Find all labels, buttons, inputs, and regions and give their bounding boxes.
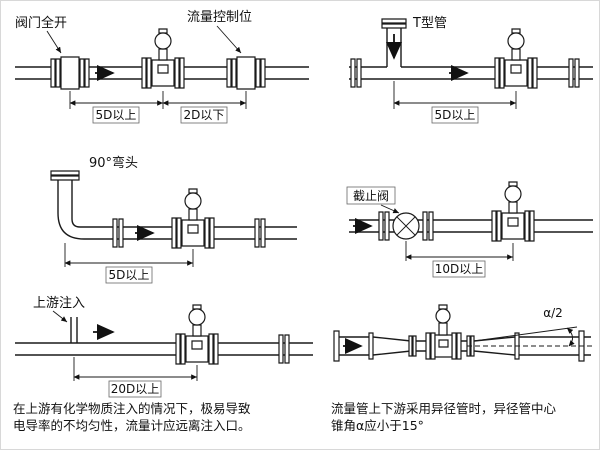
flowmeter-body: [501, 212, 525, 240]
control-position-label: 流量控制位: [187, 10, 252, 25]
angle-label: α/2: [543, 306, 563, 320]
elbow-outer-wall: [57, 180, 85, 240]
dimension-label-box: [431, 106, 479, 124]
expander-inlet-flange-pair: [466, 335, 475, 357]
dimension-label: 5D以上: [109, 268, 150, 282]
control-position-leader-arrow: [216, 25, 242, 54]
control-valve-flanges: [226, 58, 266, 88]
injection-caption-line2: 电导率的不均匀性，流量计应远离注入口。: [13, 418, 251, 433]
flowmeter-flanges: [141, 57, 185, 89]
dimension-label-downstream: 2D以下: [184, 108, 225, 122]
panel-valve-fully-open: 阀门全开 流量控制位 5D以上 2D以下: [15, 10, 309, 124]
reducer-outlet-flange-pair: [408, 335, 417, 357]
dimension-label: 5D以上: [435, 108, 476, 122]
flowmeter-converter-head: [184, 192, 202, 210]
dimension-label: 20D以上: [111, 382, 160, 396]
extension-lines: [69, 91, 247, 109]
downstream-flange-pair: [254, 218, 266, 248]
pipe: [15, 342, 313, 356]
converging-reducer-cone: [372, 336, 412, 356]
stop-valve-flanges: [378, 211, 434, 241]
left-pipe: [337, 336, 371, 356]
flowmeter-converter-head: [154, 32, 172, 50]
dimension-label-upstream: 5D以上: [96, 108, 137, 122]
flowmeter-flanges: [491, 210, 535, 242]
upstream-flange-pair: [112, 218, 124, 248]
valve-open-title: 阀门全开: [15, 15, 67, 31]
angle-arc-arrow: [566, 327, 575, 347]
reducer-caption-line2: 锥角α应小于15°: [331, 418, 424, 433]
flowmeter-body: [151, 59, 175, 87]
elbow-inner-wall: [71, 180, 81, 228]
panel-upstream-injection: 上游注入 20D以上 在上游有化学物质注入的情况下，极易导致 电导率的不均匀性，…: [13, 296, 313, 433]
flowmeter-flanges: [175, 333, 219, 365]
stop-valve-leader-arrow: [380, 204, 400, 214]
dimension-label-box: [180, 106, 228, 124]
valve-body: [60, 56, 80, 90]
panel-reducer-pipes: α/2 流量管上下游采用异径管时，异径管中心 锥角α应小于15°: [331, 304, 593, 433]
injection-tube: [70, 317, 78, 343]
flowmeter-converter-head: [435, 308, 451, 324]
injection-caption-line1: 在上游有化学物质注入的情况下，极易导致: [13, 401, 251, 416]
panel-t-pipe: T型管 5D以上: [349, 16, 593, 124]
extension-lines: [405, 241, 514, 261]
flowmeter-flanges: [494, 57, 538, 89]
right-flange-pair: [568, 58, 580, 88]
t-pipe-title: T型管: [412, 16, 447, 31]
dimension-label-box: [432, 260, 486, 278]
valve-flanges: [50, 58, 90, 88]
stop-valve-label-box: [346, 186, 396, 205]
left-end-flange: [333, 330, 340, 362]
dimension-label-box: [105, 266, 153, 284]
flowmeter-body: [504, 59, 528, 87]
pipe: [349, 66, 593, 80]
elbow-top-flange: [50, 170, 80, 181]
injection-leader-arrow: [52, 310, 68, 323]
elbow-title: 90°弯头: [89, 155, 138, 171]
flowmeter-flanges: [171, 217, 215, 249]
injection-title: 上游注入: [33, 296, 85, 311]
flowmeter-converter-head: [188, 308, 206, 326]
stop-valve-cross: [396, 216, 416, 236]
left-flange-pair: [350, 58, 362, 88]
dimension-label-box: [108, 380, 162, 398]
flowmeter-converter-head: [507, 32, 525, 50]
flowmeter-body: [185, 335, 209, 363]
flowmeter-converter-head: [504, 185, 522, 203]
panel-90-elbow: 90°弯头 5D以上: [50, 155, 297, 284]
cone-angle-line: [473, 326, 578, 342]
dimension-label: 10D以上: [435, 262, 484, 276]
pipe: [349, 219, 593, 233]
downstream-flange-pair: [278, 334, 290, 364]
panel-stop-valve: 截止阀 10D以上: [346, 181, 593, 278]
flowmeter-body: [434, 334, 453, 358]
dimension-label-box: [92, 106, 140, 124]
reducer-inlet-flange: [368, 332, 374, 360]
control-valve-body: [236, 56, 256, 90]
flowmeter-body: [181, 219, 205, 247]
reducer-caption-line1: 流量管上下游采用异径管时，异径管中心: [331, 401, 557, 416]
t-branch-flange: [381, 18, 407, 29]
stop-valve-title: 截止阀: [353, 189, 389, 203]
valve-open-leader-arrow: [46, 30, 62, 54]
